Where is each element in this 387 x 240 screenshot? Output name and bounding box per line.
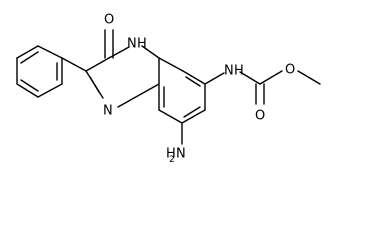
bond-benzo-inner-1	[185, 76, 201, 87]
atom-labels: O N H N H N 2 N H O O	[103, 13, 295, 166]
bond-c2-n1	[108, 46, 130, 59]
bond-benzo-inner-2	[183, 106, 201, 118]
bond-o-methyl	[297, 70, 321, 85]
bond-ph-5	[16, 83, 39, 98]
atom-label-ring-h: H	[137, 37, 147, 52]
atom-label-amine-n: N	[176, 147, 186, 162]
bond-ph-1	[16, 45, 39, 59]
bond-c8-c7	[182, 70, 206, 85]
atom-label-amine-h: H	[166, 147, 176, 162]
bond-ph-4	[37, 83, 63, 98]
bond-c3-c2	[85, 57, 110, 72]
bond-cco-o-ester	[259, 70, 283, 85]
bond-c8a-c8	[158, 57, 184, 72]
bond-ph-inner-3	[20, 79, 39, 92]
bond-c7-nh	[204, 72, 225, 85]
atom-label-carbamate-n: N	[224, 64, 234, 79]
atom-label-carbonyl-o: O	[104, 13, 114, 28]
bond-nh-cco	[239, 71, 261, 85]
bonds	[16, 29, 321, 145]
bond-ph-inner-1	[20, 51, 39, 64]
bond-n1-c8a	[141, 45, 160, 59]
atom-label-carbamate-o: O	[255, 109, 265, 124]
atom-label-ester-o: O	[285, 63, 295, 78]
atom-label-carbamate-h: H	[234, 64, 244, 79]
bond-ph-2	[37, 45, 63, 59]
bond-c6-c5	[181, 109, 206, 124]
atom-label-ring-n: N	[127, 37, 137, 52]
chemical-structure-diagram: O N H N H N 2 N H O O	[16, 13, 321, 166]
bond-c4a-n4	[117, 83, 160, 108]
bond-c5-c4a	[158, 109, 183, 124]
bond-n4-c3-double	[89, 76, 100, 93]
atom-label-ring-n-lower: N	[103, 104, 113, 119]
atom-label-amine-h-subscript: 2	[169, 155, 175, 165]
bond-ph-c3	[61, 57, 87, 72]
